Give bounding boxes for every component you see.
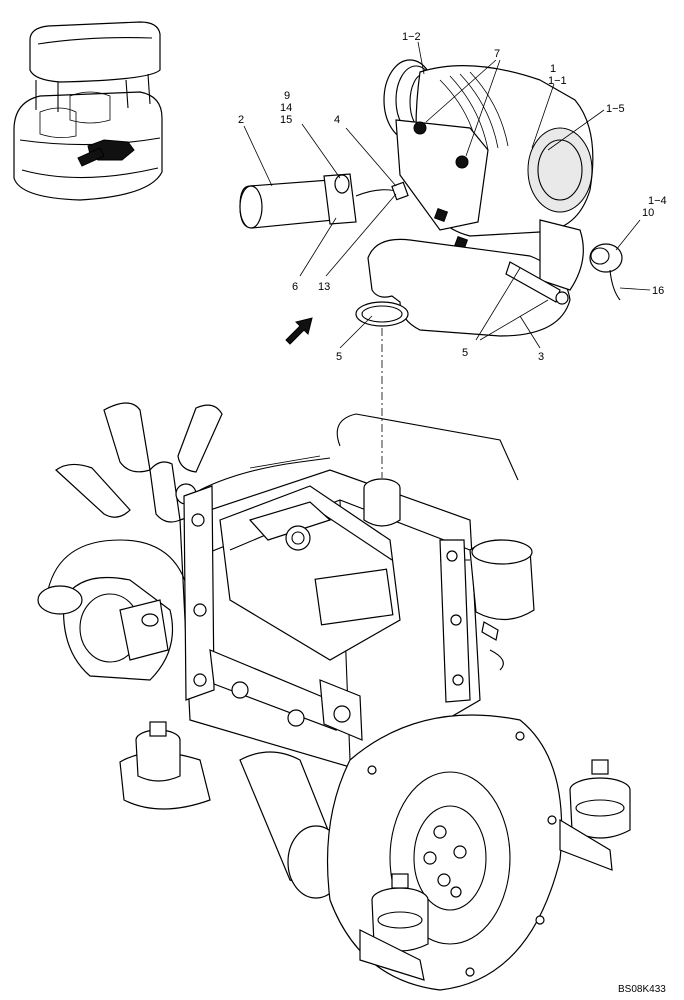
callout-13: 13: [318, 281, 330, 293]
callout-labels: 1−2 7 1 1−1 1−5 9 14 15 2 4 1−4 10 16 6 …: [238, 31, 667, 995]
callout-7: 7: [494, 48, 500, 60]
callout-4: 4: [334, 114, 340, 126]
callout-1: 1: [550, 63, 556, 75]
air-cleaner-assembly: [239, 59, 623, 345]
machine-overview-thumbnail: [13, 21, 163, 201]
callout-10: 10: [642, 207, 654, 219]
callout-6: 6: [292, 281, 298, 293]
callout-15: 15: [280, 114, 292, 126]
callout-9: 9: [284, 90, 290, 102]
callout-1-5: 1−5: [606, 103, 625, 115]
leader-lines: [243, 41, 651, 349]
callout-16: 16: [652, 285, 664, 297]
callout-1-2: 1−2: [402, 31, 421, 43]
reference-code: BS08K433: [618, 984, 666, 995]
callout-14: 14: [280, 102, 292, 114]
callout-3: 3: [538, 351, 544, 363]
callout-1-4: 1−4: [648, 195, 667, 207]
engine-assembly: [37, 328, 631, 991]
callout-5-left: 5: [336, 351, 342, 363]
callout-2: 2: [238, 114, 244, 126]
callout-5-right: 5: [462, 347, 468, 359]
callout-1-1: 1−1: [548, 75, 567, 87]
